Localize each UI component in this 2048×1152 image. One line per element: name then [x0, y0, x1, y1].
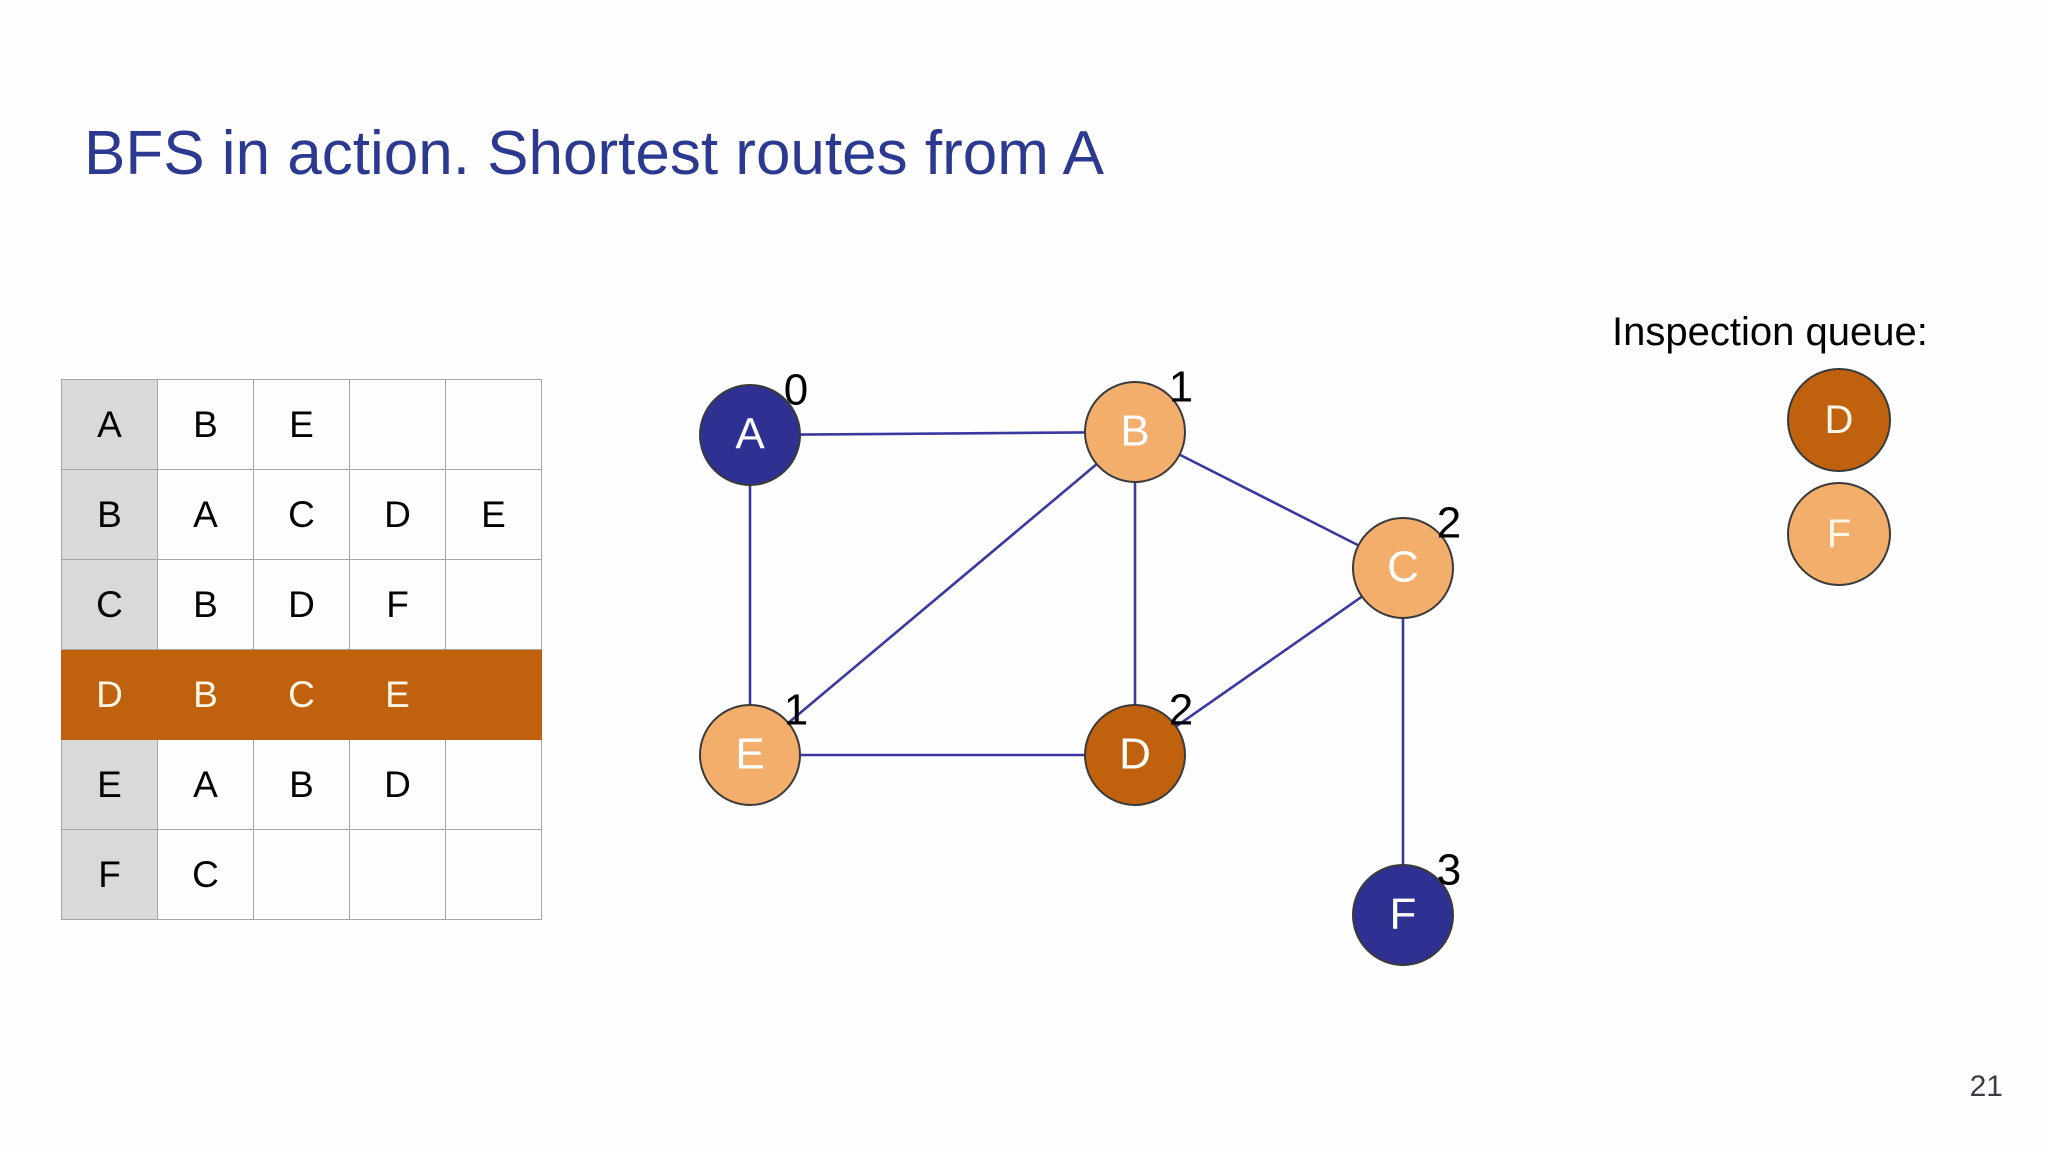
- table-cell-neighbor: D: [253, 559, 350, 650]
- table-cell-neighbor: [349, 379, 446, 470]
- graph-edge-d-c: [1175, 595, 1363, 728]
- graph-node-a[interactable]: A0: [699, 366, 808, 486]
- graph-node-c[interactable]: C2: [1352, 499, 1461, 619]
- graph-node-label-a: A: [735, 410, 765, 459]
- graph-node-circle-a: [699, 384, 801, 486]
- table-row-vertex: F: [61, 829, 158, 920]
- graph-edge-b-e: [787, 463, 1098, 724]
- graph-node-f[interactable]: F3: [1352, 846, 1461, 966]
- table-cell-neighbor: C: [253, 649, 350, 740]
- table-cell-neighbor: A: [157, 469, 254, 560]
- table-row-vertex: B: [61, 469, 158, 560]
- table-cell-neighbor: D: [349, 469, 446, 560]
- inspection-queue-label: Inspection queue:: [1612, 310, 1928, 354]
- table-cell-neighbor: C: [253, 469, 350, 560]
- queue-item-d[interactable]: D: [1787, 368, 1891, 472]
- table-cell-neighbor: D: [349, 739, 446, 830]
- graph-node-b[interactable]: B1: [1084, 363, 1193, 483]
- graph-edge-layer: [748, 431, 1405, 865]
- table-cell-neighbor: [253, 829, 350, 920]
- graph-node-circle-e: [699, 704, 801, 806]
- graph-node-distance-e: 1: [784, 686, 808, 735]
- table-row-vertex: A: [61, 379, 158, 470]
- table-cell-neighbor: E: [445, 469, 542, 560]
- graph-node-circle-f: [1352, 864, 1454, 966]
- graph-node-e[interactable]: E1: [699, 686, 808, 806]
- table-row-vertex: D: [61, 649, 158, 740]
- graph-node-circle-d: [1084, 704, 1186, 806]
- queue-item-label: F: [1826, 511, 1852, 556]
- graph-node-distance-c: 2: [1437, 499, 1461, 548]
- table-cell-neighbor: E: [349, 649, 446, 740]
- queue-item-label: D: [1824, 397, 1854, 442]
- graph-node-d[interactable]: D2: [1084, 686, 1193, 806]
- graph-node-distance-a: 0: [784, 366, 808, 415]
- graph-node-label-f: F: [1390, 890, 1417, 939]
- graph-node-distance-b: 1: [1169, 363, 1193, 412]
- table-cell-neighbor: [349, 829, 446, 920]
- graph-edge-b-c: [1178, 453, 1360, 547]
- graph-node-circle-b: [1084, 381, 1186, 483]
- table-cell-neighbor: [445, 649, 542, 740]
- graph-node-label-b: B: [1120, 407, 1149, 456]
- table-cell-neighbor: [445, 559, 542, 650]
- page-title: BFS in action. Shortest routes from A: [84, 119, 1105, 188]
- table-cell-neighbor: F: [349, 559, 446, 650]
- table-cell-neighbor: B: [253, 739, 350, 830]
- table-cell-neighbor: B: [157, 379, 254, 470]
- table-cell-neighbor: [445, 829, 542, 920]
- graph-node-distance-d: 2: [1169, 686, 1193, 735]
- table-cell-neighbor: A: [157, 739, 254, 830]
- graph-node-label-d: D: [1119, 730, 1151, 779]
- graph-node-label-e: E: [735, 730, 764, 779]
- table-cell-neighbor: B: [157, 649, 254, 740]
- table-cell-neighbor: C: [157, 829, 254, 920]
- graph-node-distance-f: 3: [1437, 846, 1461, 895]
- table-row-vertex: C: [61, 559, 158, 650]
- graph-node-label-c: C: [1387, 543, 1419, 592]
- table-cell-neighbor: E: [253, 379, 350, 470]
- queue-item-f[interactable]: F: [1787, 482, 1891, 586]
- table-cell-neighbor: [445, 379, 542, 470]
- graph-edge-a-b: [799, 431, 1086, 436]
- table-cell-neighbor: [445, 739, 542, 830]
- table-row-vertex: E: [61, 739, 158, 830]
- table-cell-neighbor: B: [157, 559, 254, 650]
- graph-node-circle-c: [1352, 517, 1454, 619]
- page-number: 21: [1969, 1070, 2003, 1103]
